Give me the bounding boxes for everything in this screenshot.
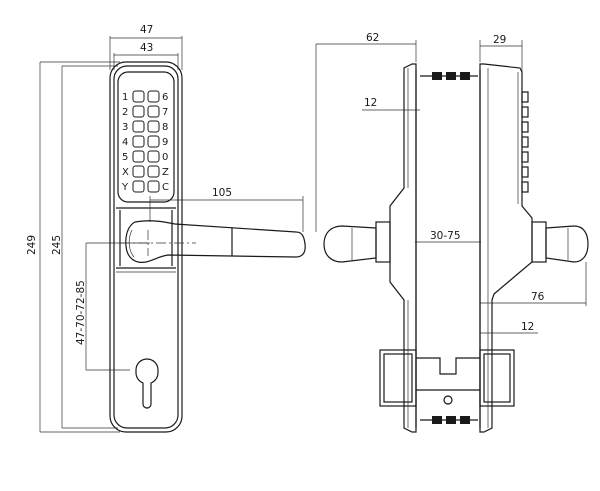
key-label: 3: [122, 122, 128, 133]
side-button: [521, 136, 529, 148]
key-label: 7: [162, 107, 168, 118]
keypad-button: [147, 180, 160, 193]
keypad-button: [132, 90, 145, 103]
lever-grip: [323, 225, 377, 263]
lever-neck: [375, 221, 391, 263]
key-label: 5: [122, 152, 128, 163]
keypad-left-labels: 1 2 3 4 5 X Y: [121, 92, 129, 193]
lever-hub-edge: [128, 229, 135, 258]
side-keypad-buttons: [521, 91, 529, 193]
dim-76-label: 76: [531, 291, 545, 303]
side-button: [521, 106, 529, 118]
dim-47-label: 47: [140, 24, 153, 36]
keypad-panel: [117, 71, 175, 203]
keypad-button: [132, 135, 145, 148]
dim-62-label: 62: [366, 32, 379, 44]
key-label: X: [122, 167, 129, 178]
dim-backset-label: 47-70-72-85: [75, 280, 87, 345]
side-view: 62 29 12 30-75 76 12: [315, 32, 589, 433]
inside-lever: [531, 221, 589, 263]
keypad-button: [147, 120, 160, 133]
dim-door-label: 30-75: [430, 230, 461, 242]
cylinder-outer-left: [379, 349, 417, 407]
key-label: Y: [121, 182, 129, 193]
key-label: 4: [122, 137, 128, 148]
keypad-right-column: [147, 90, 160, 193]
dim-29-label: 29: [493, 34, 506, 46]
lever-neck: [531, 221, 547, 263]
lever-handle: [125, 220, 306, 263]
cylinder-inner-left: [383, 353, 413, 403]
keyhole: [135, 358, 159, 409]
keypad-button: [147, 105, 160, 118]
cylinder-inner-right: [483, 353, 511, 403]
front-plate-outer: [109, 61, 183, 433]
front-view: 47 43 249 245 47-70-72-85 105: [26, 24, 306, 433]
cylinder-outer-right: [479, 349, 515, 407]
dim-249-label: 249: [26, 235, 38, 255]
key-label: 6: [162, 92, 168, 103]
dim-245-label: 245: [51, 235, 63, 255]
side-button: [521, 166, 529, 178]
keypad-button: [132, 165, 145, 178]
key-label: 9: [162, 137, 168, 148]
keypad-button: [147, 150, 160, 163]
keypad-button: [147, 165, 160, 178]
key-label: 8: [162, 122, 168, 133]
dim-105-label: 105: [212, 187, 232, 199]
key-label: 1: [122, 92, 128, 103]
keypad-left-column: [132, 90, 145, 193]
through-bolts-bottom: [420, 416, 478, 424]
outside-plate-profile: [389, 63, 417, 433]
keypad-button: [132, 180, 145, 193]
keypad-button: [147, 90, 160, 103]
keypad-button: [132, 105, 145, 118]
cylinder-body-top: [416, 357, 480, 375]
key-label: 0: [162, 152, 168, 163]
side-button: [521, 91, 529, 103]
key-label: 2: [122, 107, 128, 118]
dim-12-bottom-label: 12: [521, 321, 534, 333]
keypad-button: [132, 120, 145, 133]
side-button: [521, 181, 529, 193]
euro-cylinder: [379, 349, 515, 407]
cylinder-cam: [443, 395, 453, 405]
keypad-button: [147, 135, 160, 148]
keypad-right-labels: 6 7 8 9 0 Z C: [162, 92, 169, 193]
lever-grip: [545, 225, 589, 263]
side-button: [521, 151, 529, 163]
dim-12-top-label: 12: [364, 97, 377, 109]
through-bolts-top: [420, 72, 478, 80]
side-button: [521, 121, 529, 133]
front-plate-inner: [113, 65, 179, 429]
key-label: Z: [162, 167, 169, 178]
dim-43-label: 43: [140, 42, 153, 54]
keypad-button: [132, 150, 145, 163]
key-label: C: [162, 182, 169, 193]
outside-lever: [323, 221, 391, 263]
